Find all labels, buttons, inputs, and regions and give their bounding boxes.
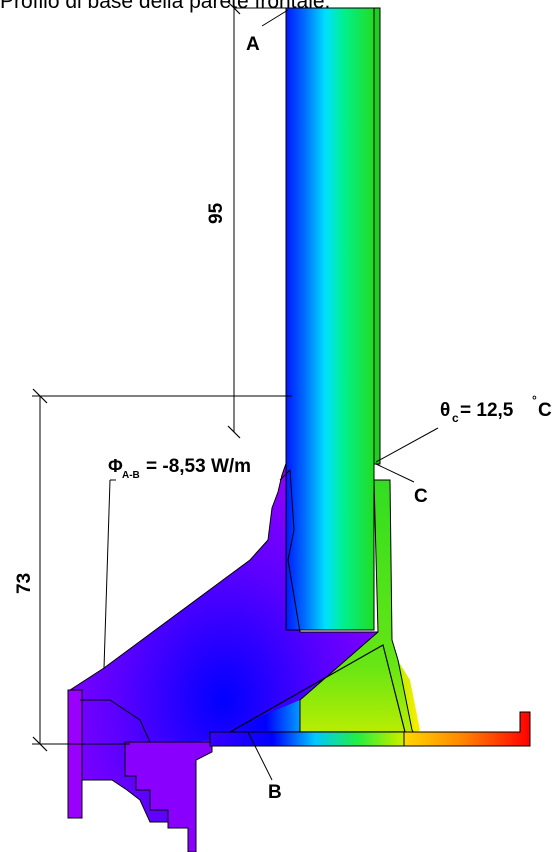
dimension-label-upper: 95	[206, 202, 227, 224]
flux-subscript: A-B	[122, 470, 140, 481]
theta-value: = 12,5	[460, 400, 514, 421]
gutter	[403, 711, 531, 747]
theta-degree: °	[532, 393, 537, 407]
base-stepped-profile	[124, 741, 213, 852]
leader-c-upper	[375, 427, 439, 463]
dim-upper-tick-bottom	[227, 425, 241, 439]
wall-column	[285, 7, 375, 631]
leader-b	[247, 731, 273, 781]
dim-lower-tick-bottom	[32, 736, 48, 752]
theta-unit: C	[538, 400, 552, 421]
dimension-label-lower: 73	[14, 573, 35, 594]
label-point-c: C	[414, 486, 428, 507]
base-left-strip	[67, 689, 83, 819]
dim-lower-tick-top	[32, 388, 48, 404]
theta-symbol: θ	[440, 400, 450, 421]
figure-title: Profilo di base della parete frontale.	[0, 0, 331, 13]
heat-flux-annotation: Φ A-B = -8,53 W/m	[108, 456, 251, 481]
label-point-b: B	[268, 782, 282, 803]
leader-flux	[103, 479, 111, 669]
flux-symbol: Φ	[108, 456, 123, 476]
leader-a	[261, 9, 289, 27]
wall-base-joint	[279, 468, 301, 633]
base-inner-contour	[80, 699, 151, 743]
flux-value: = -8,53 W/m	[146, 456, 251, 477]
label-point-a: A	[246, 34, 260, 55]
wall-cladding	[373, 7, 381, 465]
theta-subscript: c	[452, 411, 459, 425]
surface-temperature-annotation: θ c = 12,5 ° C	[440, 393, 552, 425]
base-foot	[209, 731, 421, 747]
leader-c-lower	[375, 463, 415, 483]
